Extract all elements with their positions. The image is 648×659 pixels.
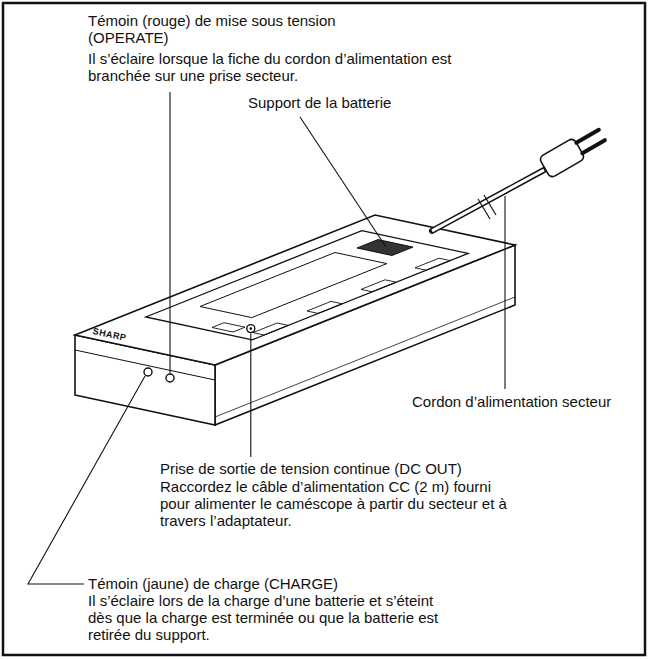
part-heading: Témoin (jaune) de charge (CHARGE) <box>88 575 508 592</box>
part-description: Raccordez le câble d’alimentation CC (2 … <box>160 478 510 529</box>
dc-out-pin <box>250 327 253 330</box>
part-description: Il s’éclaire lorsque la fiche du cordon … <box>88 50 488 84</box>
part-name: Cordon d’alimentation secteur <box>412 393 612 410</box>
cord-inner <box>432 170 544 231</box>
holder-recess <box>200 253 387 318</box>
holder-rib <box>253 323 288 335</box>
brand-logo: SHARP <box>92 326 128 344</box>
power-plug <box>539 125 608 179</box>
plug-prong <box>582 140 605 153</box>
part-name: Support de la batterie <box>248 94 448 111</box>
part-heading: Prise de sortie de tension continue (DC … <box>160 460 580 477</box>
holder-rib <box>307 301 342 313</box>
charge-led <box>144 368 152 376</box>
leader-line <box>250 334 251 457</box>
holder-rib <box>415 258 450 270</box>
leader-line <box>169 92 170 373</box>
top-face <box>75 215 515 365</box>
holder-outline <box>146 231 468 340</box>
cord-outer <box>432 170 544 231</box>
bevel-line <box>75 350 215 380</box>
operate-led <box>166 374 174 382</box>
part-description: Il s’éclaire lors de la charge d’une bat… <box>88 592 460 643</box>
dc-out-jack <box>247 325 255 333</box>
battery-holder <box>146 231 468 340</box>
leader-line <box>504 196 505 389</box>
battery-latch <box>357 240 413 256</box>
part-heading: Témoin (rouge) de mise sous tension (OPE… <box>88 12 378 46</box>
cord-break <box>484 195 496 215</box>
frame <box>3 3 645 655</box>
terminal-block <box>212 323 245 332</box>
holder-rib <box>361 280 396 292</box>
plug-prong <box>576 130 599 143</box>
leader-line <box>300 117 386 247</box>
leader-line <box>28 376 145 584</box>
